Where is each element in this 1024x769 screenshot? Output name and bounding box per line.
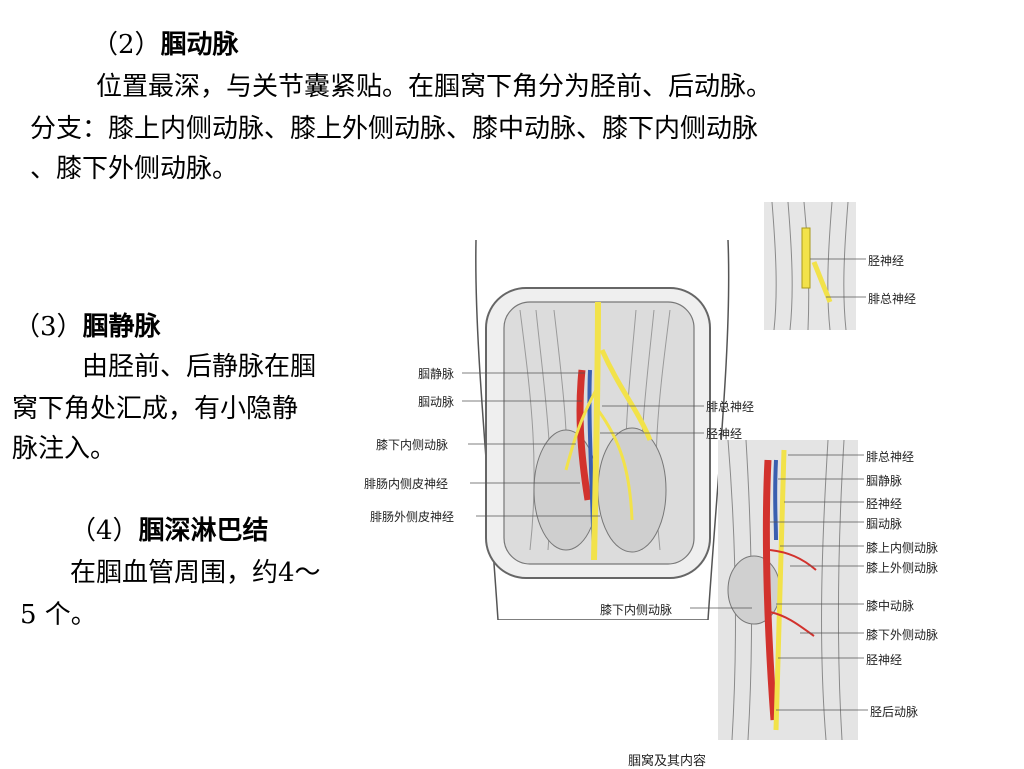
section2-body-line3: 、膝下外侧动脉。 (30, 154, 239, 184)
common-peroneal-nerve (599, 348, 653, 441)
section2-title: 腘动脉 (160, 30, 239, 60)
inset-bottom-popliteal-artery (762, 459, 778, 721)
inset-bottom-popliteal-vein (773, 459, 778, 541)
inset-top-right-illustration (764, 202, 856, 330)
section3-heading: （3）腘静脉 (14, 308, 161, 346)
inset-bottom-label-tibial-lower: 胫神经 (866, 653, 903, 667)
leg-outline (475, 240, 730, 620)
inset-bottom-label-middle-genicular: 膝中动脉 (866, 599, 915, 613)
inset-bottom-label-inferior-lateral-genicular: 膝下外侧动脉 (866, 628, 939, 642)
inset-top-label-tibial: 胫神经 (868, 254, 905, 268)
main-label-lateral-sural-cutaneous: 腓肠外侧皮神经 (370, 510, 455, 524)
main-label-popliteal-artery: 腘动脉 (418, 395, 455, 409)
sural-cutaneous-nerve (596, 409, 634, 521)
inset-bottom-label-popliteal-artery: 腘动脉 (866, 517, 903, 531)
section4-heading: （4）腘深淋巴结 (70, 512, 269, 550)
main-label-popliteal-vein: 腘静脉 (418, 367, 455, 381)
inset-bottom-tibial-nerve (773, 449, 787, 731)
section4-title: 腘深淋巴结 (138, 516, 269, 546)
inset-bottom-label-superior-lateral-genicular: 膝上外侧动脉 (866, 561, 939, 575)
section3-title: 腘静脉 (82, 312, 161, 342)
inset-bottom-label-popliteal-vein: 腘静脉 (866, 474, 903, 488)
popliteal-fossa-main-illustration (475, 240, 730, 620)
section4-body-line2: 5 个。 (20, 600, 97, 630)
section3-body-line2: 窝下角处汇成，有小隐静 (12, 394, 299, 424)
main-label-common-peroneal: 腓总神经 (706, 400, 755, 414)
inset-bottom-genicular-branches (769, 549, 817, 637)
section3-number: （3） (14, 312, 83, 342)
main-label-inferior-medial-genicular: 膝下内侧动脉 (376, 438, 449, 452)
inset-top-label-common-peroneal: 腓总神经 (868, 292, 917, 306)
popliteal-artery (576, 369, 592, 501)
section2-heading: （2）腘动脉 (92, 26, 239, 64)
inset-bottom-label-superior-medial-genicular: 膝上内侧动脉 (866, 541, 939, 555)
figure-caption: 腘窝及其内容 (628, 754, 707, 769)
inset-bottom-label-common-peroneal: 腓总神经 (866, 450, 915, 464)
tibial-nerve (591, 301, 601, 561)
section2-body-line1: 位置最深，与关节囊紧贴。在腘窝下角分为胫前、后动脉。 (96, 72, 773, 102)
section4-body-line1: 在腘血管周围，约4～ (70, 558, 321, 588)
section2-body-line2: 分支：膝上内侧动脉、膝上外侧动脉、膝中动脉、膝下内侧动脉 (30, 114, 759, 144)
section2-number: （2） (92, 30, 161, 60)
inset-bottom-right-illustration (718, 440, 858, 740)
section3-body-line3: 脉注入。 (12, 434, 117, 464)
section3-body-line1: 由胫前、后静脉在腘 (82, 352, 317, 382)
section4-number: （4） (70, 516, 139, 546)
nerve-branch (564, 389, 598, 471)
inset-top-tibial-nerve (801, 227, 811, 289)
inset-bottom-label-tibial: 胫神经 (866, 497, 903, 511)
inset-bottom-label-posterior-tibial: 胫后动脉 (870, 705, 919, 719)
inset-bottom-label-inferior-medial-genicular: 膝下内侧动脉 (600, 603, 673, 617)
main-label-medial-sural-cutaneous: 腓肠内侧皮神经 (364, 477, 449, 491)
inset-top-peroneal-nerve (811, 261, 833, 303)
main-label-tibial: 胫神经 (706, 427, 743, 441)
